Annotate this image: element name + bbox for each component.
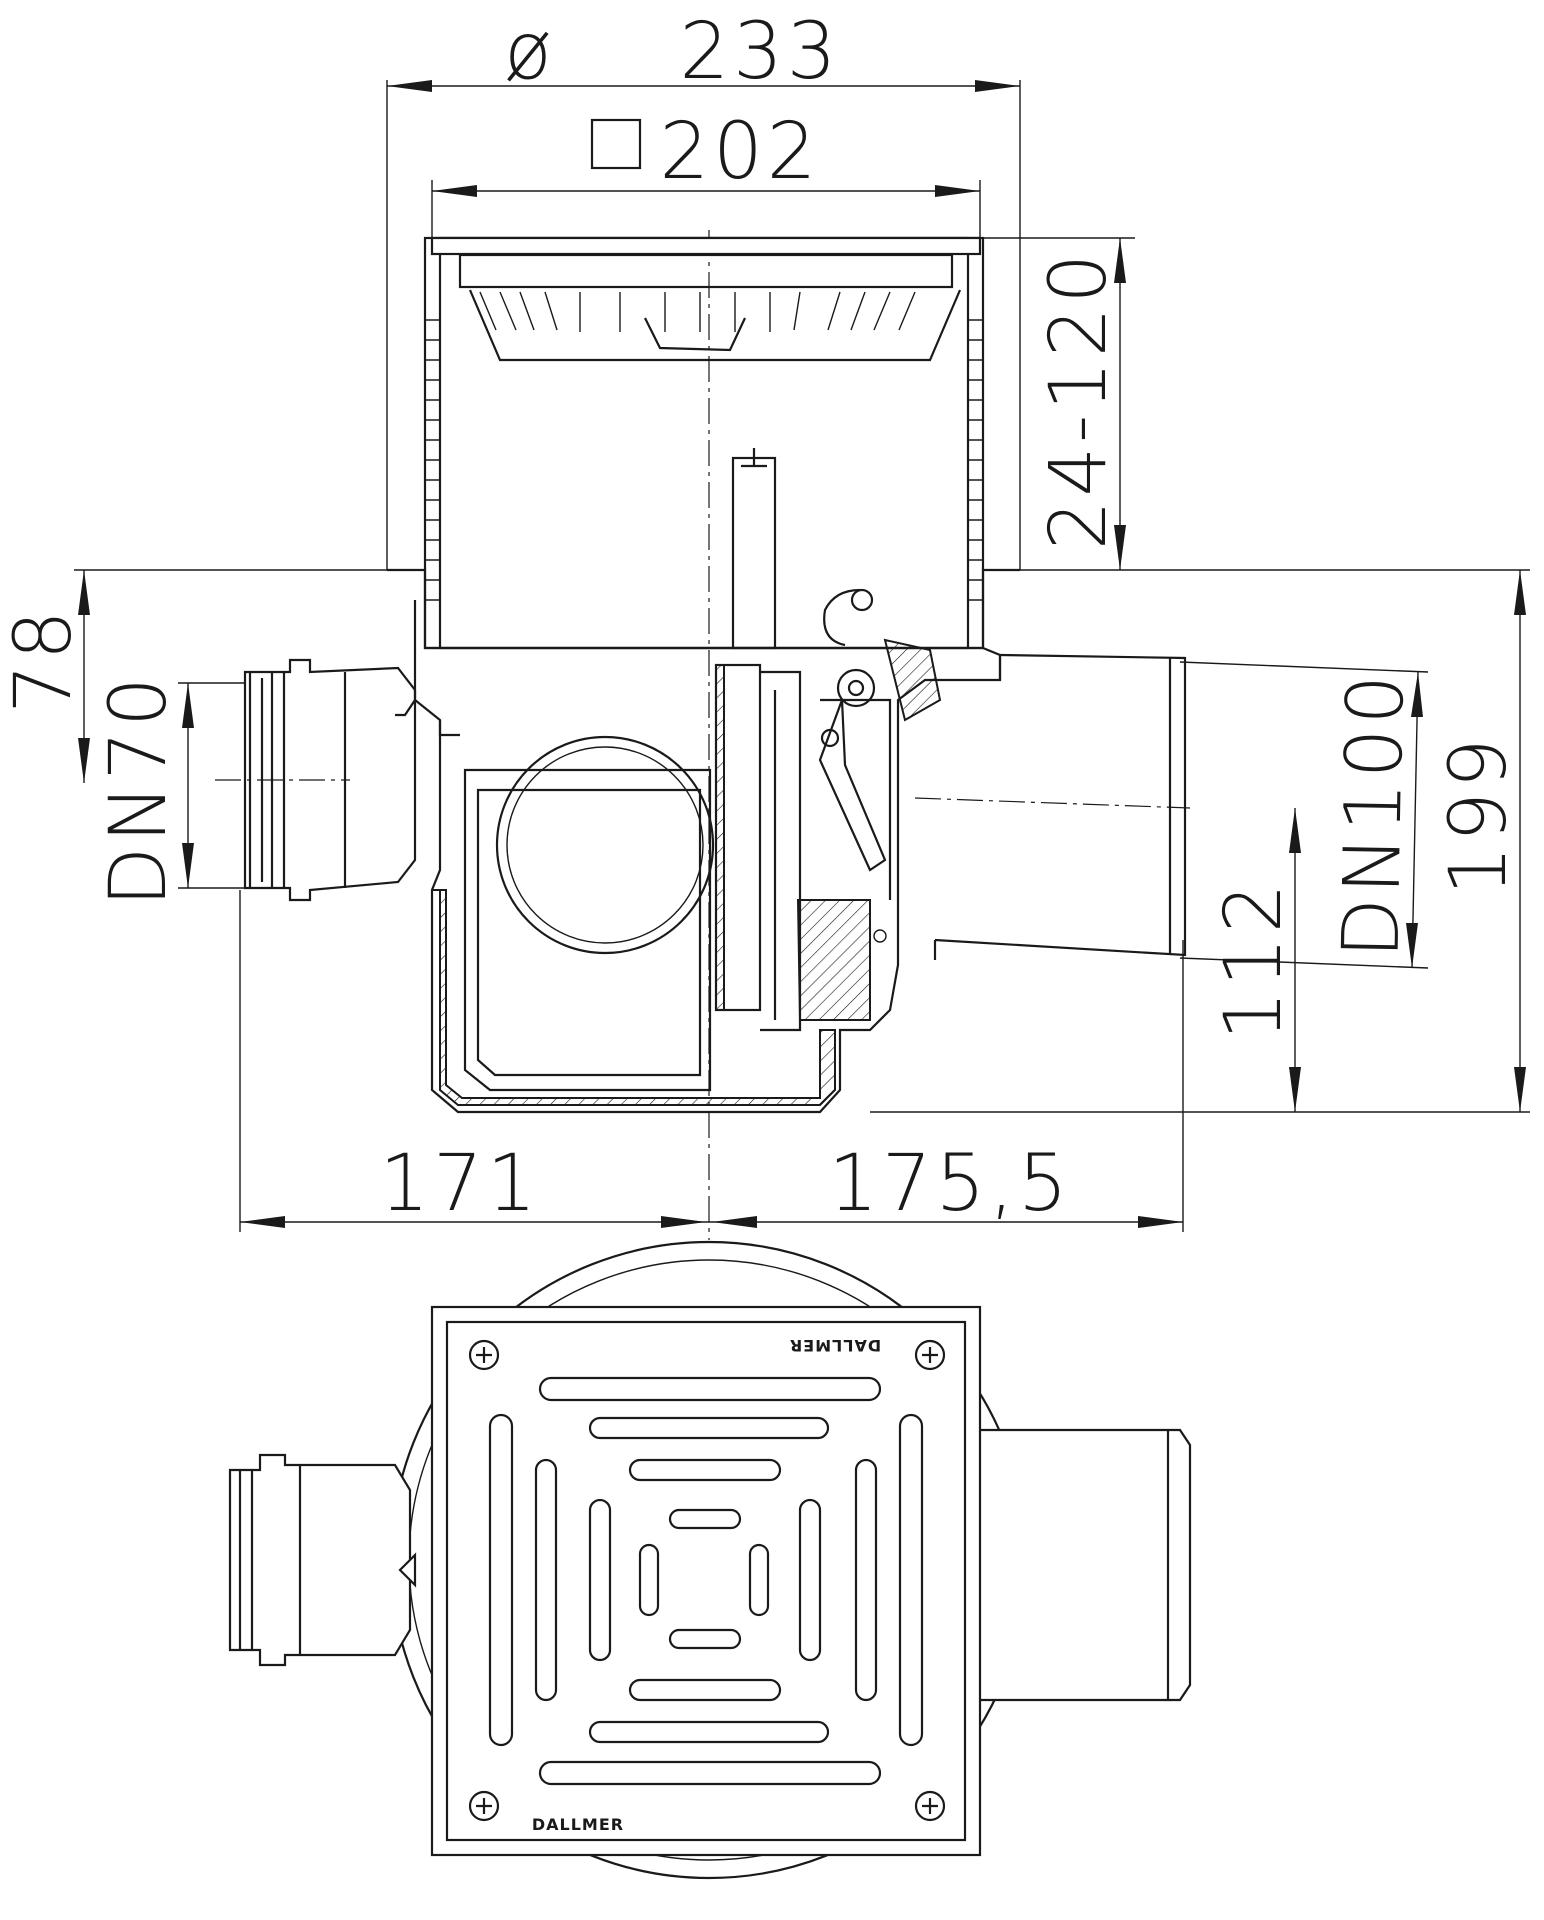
diameter-symbol-label: ø (504, 7, 556, 97)
dimension-square: 202 (431, 107, 981, 238)
lower-body-section (387, 568, 1020, 1114)
screw-icon (914, 1790, 946, 1822)
outlet-dn-label: DN100 (1327, 670, 1422, 959)
upper-body-section (423, 236, 985, 650)
dimension-diameter: ø 233 (386, 7, 1021, 570)
square-symbol-icon (590, 118, 642, 170)
inlet-pipe-dn70 (215, 658, 417, 902)
dimension-total-height: 199 (870, 569, 1530, 1113)
screw-icon (468, 1790, 500, 1822)
dimension-outlet-dn: DN100 (1179, 661, 1429, 969)
diameter-value-label: 233 (680, 7, 841, 97)
screw-icon (914, 1339, 946, 1371)
dimension-height-range: 24-120 (975, 237, 1135, 570)
section-view: ø 233 202 24-120 78 (0, 7, 1530, 1240)
central-cartridge-section (731, 448, 777, 650)
brand-bottom-label: DALLMER (532, 1815, 624, 1834)
plan-view: DALLMER DALLMER (228, 1240, 1192, 1880)
plan-inlet-spigot (228, 1453, 412, 1667)
square-value-label: 202 (660, 107, 821, 197)
height-range-label: 24-120 (1034, 250, 1124, 550)
dimension-inlet-height: 78 (0, 569, 387, 783)
grate-slots (488, 1376, 924, 1786)
total-height-label: 199 (1434, 735, 1524, 896)
inlet-dn-label: DN70 (94, 673, 184, 907)
right-offset-label: 175,5 (828, 1139, 1071, 1229)
inlet-height-label: 78 (0, 606, 89, 713)
plan-outlet-spigot (958, 1428, 1192, 1702)
flow-arrow-icon (398, 1552, 417, 1588)
dimension-horizontal-offsets: 171 175,5 (239, 890, 1184, 1232)
left-offset-label: 171 (380, 1139, 541, 1229)
odour-trap-section (796, 588, 942, 1021)
screw-icon (468, 1339, 500, 1371)
outlet-pipe-dn100 (914, 653, 1191, 960)
brand-top-label: DALLMER (789, 1336, 881, 1355)
dimension-inlet-dn: DN70 (94, 673, 245, 907)
plan-square-frame (430, 1305, 982, 1857)
